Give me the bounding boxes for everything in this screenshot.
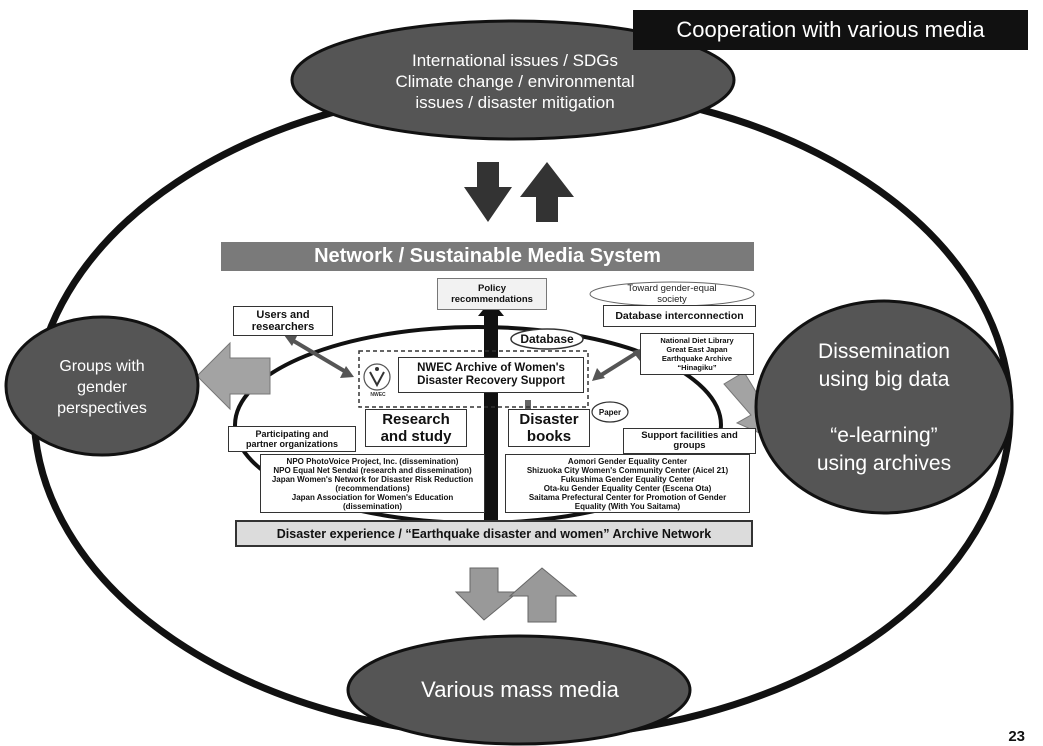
users-line-1: Users and (256, 309, 310, 321)
users-line-2: researchers (251, 321, 315, 333)
left-ellipse (4, 315, 200, 457)
top-ellipse-text: International issues / SDGs Climate chan… (330, 46, 700, 116)
left-org-6: (dissemination) (342, 501, 403, 511)
page-number: 23 (1008, 728, 1025, 745)
ndl-link-arrow (596, 350, 640, 379)
right-org-3: Fukushima Gender Equality Center (560, 474, 695, 484)
archive-line-1: NWEC Archive of Women's (417, 362, 565, 374)
left-line-1: Groups with (59, 357, 145, 375)
books-line-2: books (526, 428, 572, 445)
paper-oval (591, 401, 629, 423)
database-label: Database (520, 332, 574, 346)
support-line-1: Support facilities and (641, 429, 738, 441)
top-line-1: International issues / SDGs (412, 50, 618, 70)
support-line-2: groups (673, 440, 706, 451)
paper-label: Paper (598, 407, 622, 417)
support-box: Support facilities and groups (623, 428, 756, 454)
research-line-1: Research (382, 411, 450, 428)
up-arrow-dark (520, 162, 574, 222)
nwec-logo-label: NWEC (370, 392, 386, 398)
bottom-ellipse (346, 634, 692, 746)
archive-network-banner: Disaster experience / “Earthquake disast… (235, 520, 753, 547)
slide-title: Cooperation with various media (633, 10, 1028, 50)
up-arrow-gray (508, 567, 578, 623)
right-ellipse (754, 299, 1014, 515)
database-oval (510, 328, 584, 350)
down-arrow-gray (454, 567, 520, 621)
toward-line-1: Toward gender-equal (627, 283, 717, 294)
top-line-3: issues / disaster mitigation (415, 92, 615, 112)
ndl-line-4: “Hinagiku” (677, 363, 717, 372)
disaster-books-box: Disaster books (508, 409, 590, 447)
right-line-1: Dissemination (818, 340, 950, 363)
right-line-2: using big data (818, 368, 950, 391)
connector-bar (525, 400, 531, 412)
right-org-6: Equality (With You Saitama) (574, 501, 681, 511)
participating-line-1: Participating and (255, 429, 329, 439)
ndl-line-2: Great East Japan (666, 345, 728, 354)
right-orgs-box: Aomori Gender Equality Center Shizuoka C… (505, 454, 750, 513)
right-org-5: Saitama Prefectural Center for Promotion… (528, 492, 727, 502)
left-orgs-box: NPO PhotoVoice Project, Inc. (disseminat… (260, 454, 485, 513)
books-line-1: Disaster (519, 411, 579, 428)
right-org-4: Ota-ku Gender Equality Center (Escena Ot… (543, 483, 712, 493)
users-researchers-box: Users and researchers (233, 306, 333, 336)
center-shaft (484, 312, 498, 520)
research-study-box: Research and study (365, 409, 467, 447)
left-org-2: NPO Equal Net Sendai (research and disse… (273, 465, 472, 475)
users-link-head-a (284, 334, 298, 346)
participating-box: Participating and partner organizations (228, 426, 356, 452)
left-org-4: (recommendations) (335, 483, 410, 493)
policy-line-2: recommendations (451, 294, 533, 305)
left-org-3: Japan Women's Network for Disaster Risk … (271, 474, 474, 484)
database-interconnection-box: Database interconnection (603, 305, 756, 327)
left-org-5: Japan Association for Women's Education (291, 492, 454, 502)
top-line-2: Climate change / environmental (395, 71, 635, 91)
left-gray-arrow (196, 341, 271, 411)
toward-society-text: Toward gender-equal society (610, 281, 734, 307)
ndl-line-1: National Diet Library (660, 336, 734, 345)
right-ellipse-text: Dissemination using big data “e-learning… (774, 318, 994, 498)
participating-line-2: partner organizations (245, 439, 338, 449)
left-line-2: gender (77, 378, 127, 396)
left-org-1: NPO PhotoVoice Project, Inc. (disseminat… (286, 456, 459, 466)
right-org-2: Shizuoka City Women's Community Center (… (526, 465, 729, 475)
ndl-link-head-a (592, 368, 605, 381)
users-link-head-b (340, 366, 354, 378)
ndl-line-3: Earthquake Archive (661, 354, 733, 363)
bottom-ellipse-text: Various mass media (421, 677, 619, 702)
users-link-arrow (290, 338, 348, 374)
policy-box: Policy recommendations (437, 278, 547, 310)
down-arrow-dark (464, 162, 512, 222)
right-org-1: Aomori Gender Equality Center (567, 456, 688, 466)
toward-line-2: society (657, 294, 687, 305)
policy-line-1: Policy (478, 283, 506, 294)
right-line-3: “e-learning” (830, 424, 938, 447)
panel-title-banner: Network / Sustainable Media System (221, 242, 754, 271)
archive-line-2: Disaster Recovery Support (417, 375, 565, 387)
research-line-2: and study (380, 428, 452, 445)
top-ellipse (290, 19, 736, 141)
left-line-3: perspectives (57, 399, 147, 417)
nwec-logo-icon (363, 363, 391, 391)
ndl-archive-box: National Diet Library Great East Japan E… (640, 333, 754, 375)
archive-dashed-frame (358, 350, 589, 408)
left-ellipse-text: Groups with gender perspectives (20, 350, 184, 424)
archive-box: NWEC Archive of Women's Disaster Recover… (398, 357, 584, 393)
right-line-4: using archives (816, 452, 952, 475)
